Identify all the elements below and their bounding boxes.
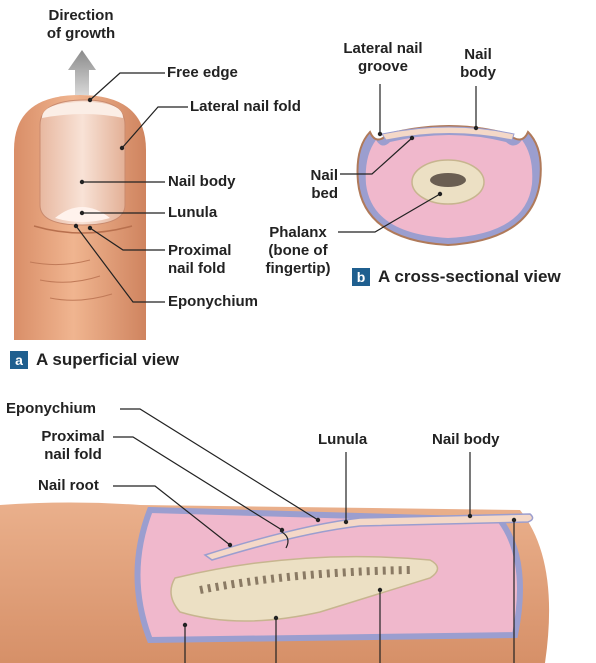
label-nail-body-b: Nail body (450, 46, 506, 82)
label-lateral-nail-fold: Lateral nail fold (190, 98, 301, 116)
badge-a: a (10, 351, 28, 369)
label-lateral-nail-groove: Lateral nail groove (328, 40, 438, 76)
label-free-edge: Free edge (167, 64, 238, 82)
label-nail-bed: Nail bed (290, 167, 338, 203)
cross-section (358, 126, 541, 245)
label-lunula-a: Lunula (168, 204, 217, 222)
label-phalanx: Phalanx (bone of fingertip) (255, 224, 341, 278)
label-lunula-c: Lunula (318, 431, 367, 449)
label-direction-of-growth: Direction of growth (38, 7, 124, 43)
growth-arrow (68, 50, 96, 95)
label-proximal-nail-fold-c: Proximal nail fold (30, 428, 116, 464)
label-nail-body-a: Nail body (168, 173, 236, 191)
label-proximal-nail-fold-a: Proximal nail fold (168, 242, 231, 278)
label-eponychium-a: Eponychium (168, 293, 258, 311)
label-nail-body-c: Nail body (432, 431, 500, 449)
badge-b: b (352, 268, 370, 286)
longitudinal-section (0, 503, 549, 663)
finger-superficial (14, 50, 146, 340)
nail-plate (40, 100, 125, 225)
label-nail-root: Nail root (38, 477, 99, 495)
caption-b: A cross-sectional view (378, 267, 561, 287)
label-eponychium-c: Eponychium (6, 400, 96, 418)
caption-a: A superficial view (36, 350, 179, 370)
